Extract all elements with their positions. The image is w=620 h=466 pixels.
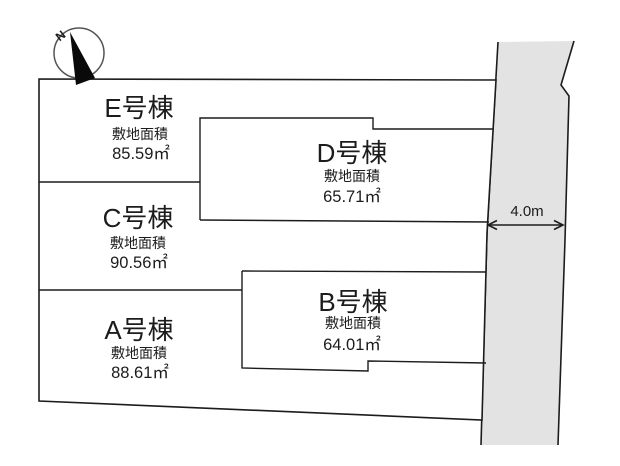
lot-a-name: A号棟 bbox=[104, 315, 173, 345]
north-compass: N bbox=[53, 27, 105, 85]
lot-e-area-label: 敷地面積 bbox=[112, 126, 168, 142]
lot-d-labels: D号棟 敷地面積 65.71㎡ bbox=[317, 138, 388, 206]
lot-b-labels: B号棟 敷地面積 64.01㎡ bbox=[318, 287, 387, 354]
lot-a-labels: A号棟 敷地面積 88.61㎡ bbox=[104, 315, 173, 382]
lot-c-labels: C号棟 敷地面積 90.56㎡ bbox=[103, 203, 174, 272]
road-width-arrow-right-head bbox=[553, 219, 565, 231]
lot-c-area-label: 敷地面積 bbox=[110, 235, 166, 251]
lot-b-name: B号棟 bbox=[318, 287, 387, 317]
road-right-edge bbox=[557, 40, 575, 446]
lot-b-top-boundary bbox=[241, 270, 487, 273]
lot-d-name: D号棟 bbox=[317, 138, 388, 168]
road-strip bbox=[481, 41, 574, 445]
parcel-outline bbox=[38, 78, 497, 421]
road-width-arrow-left-head bbox=[486, 219, 498, 231]
lot-b-area-value: 64.01㎡ bbox=[323, 335, 381, 354]
lot-e-name: E号棟 bbox=[104, 93, 173, 123]
road-width-label: 4.0m bbox=[510, 203, 543, 220]
lot-a-area-label: 敷地面積 bbox=[111, 345, 167, 361]
lot-a-area-value: 88.61㎡ bbox=[111, 363, 169, 382]
lot-c-area-value: 90.56㎡ bbox=[110, 253, 168, 272]
lot-b-area-label: 敷地面積 bbox=[325, 315, 381, 331]
lot-e-labels: E号棟 敷地面積 85.59㎡ bbox=[104, 93, 173, 163]
lot-c-name: C号棟 bbox=[103, 203, 174, 233]
lot-e-area-value: 85.59㎡ bbox=[112, 144, 170, 163]
lot-d-bottom-boundary bbox=[199, 219, 490, 223]
compass-needle-icon bbox=[70, 32, 95, 85]
lot-d-boundary bbox=[199, 117, 493, 220]
lot-b-bottom-boundary bbox=[241, 271, 487, 372]
lot-d-area-label: 敷地面積 bbox=[324, 168, 380, 184]
lot-d-area-value: 65.71㎡ bbox=[323, 187, 381, 206]
